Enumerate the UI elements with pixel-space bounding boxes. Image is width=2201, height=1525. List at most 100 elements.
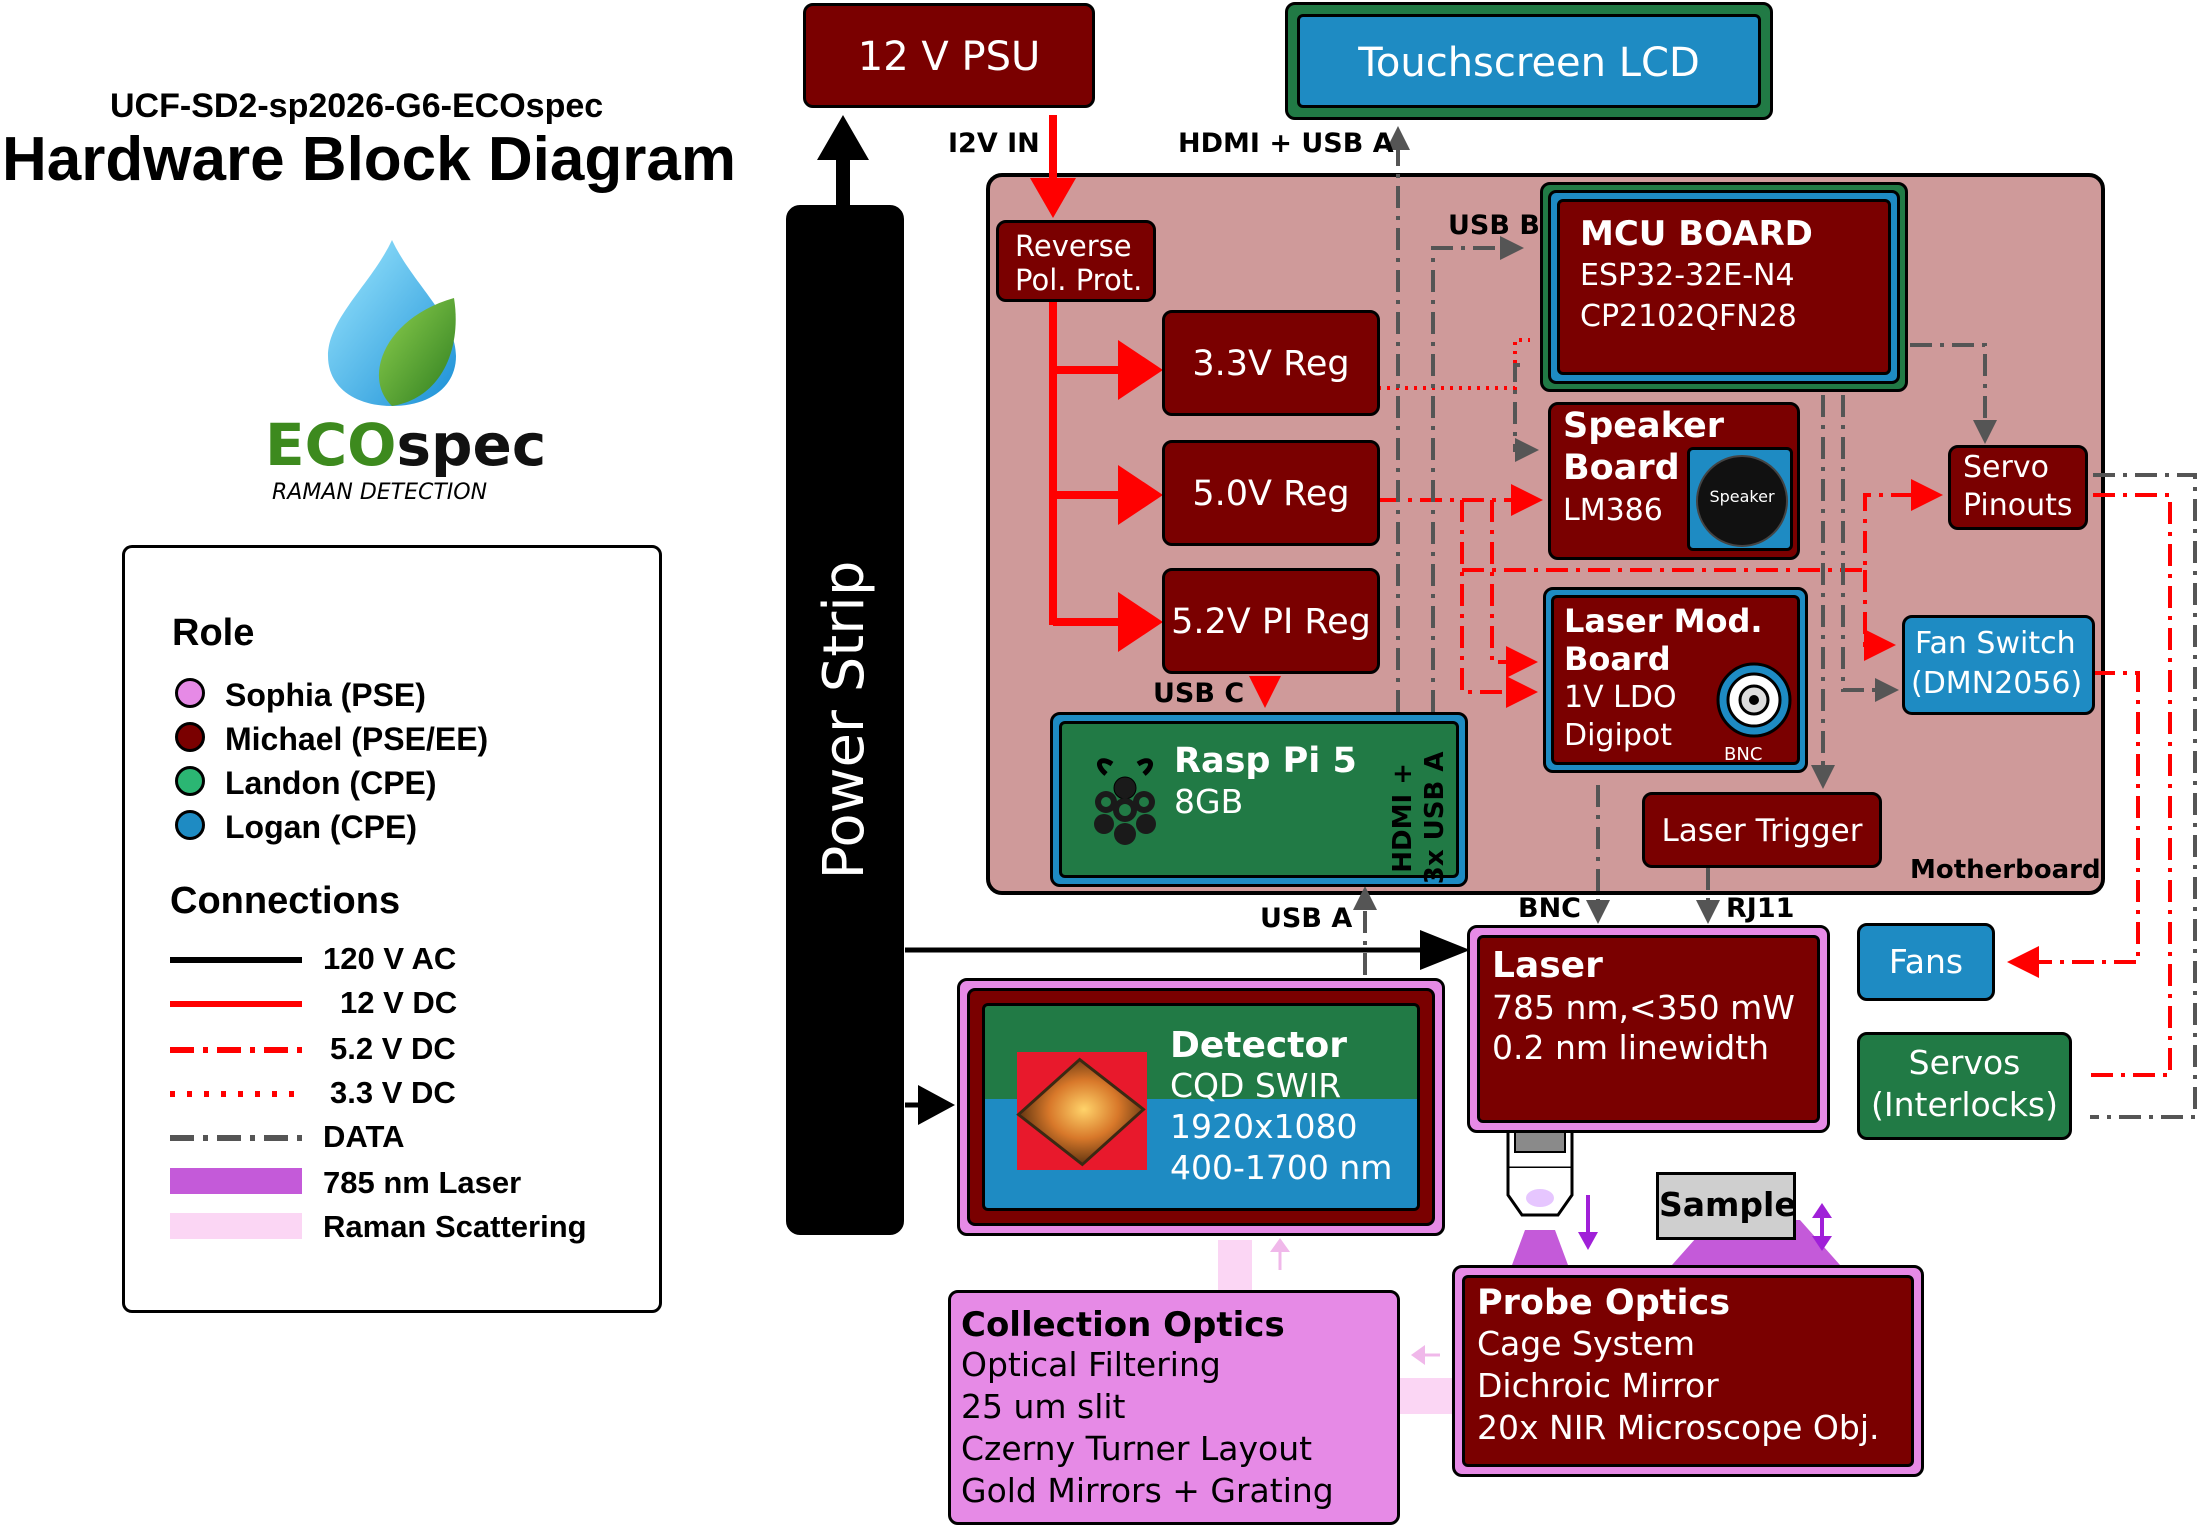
legend-role-label: Logan (CPE) — [225, 809, 417, 845]
collection-line: 25 um slit — [961, 1387, 1126, 1426]
probe-optics-block: Probe Optics Cage System Dichroic Mirror… — [1452, 1265, 1924, 1477]
bnc-connector-icon — [1716, 662, 1792, 738]
i2v-in-label: I2V IN — [948, 128, 1040, 159]
speaker-title-line2: Board — [1563, 448, 1680, 488]
reg-3v3-label: 3.3V Reg — [1192, 344, 1350, 384]
rj11-label: RJ11 — [1726, 893, 1795, 924]
servo-pinouts-block: Servo Pinouts — [1948, 445, 2088, 530]
bnc-label: BNC — [1518, 893, 1581, 924]
laser-line: 0.2 nm linewidth — [1492, 1028, 1770, 1067]
reverse-pol-line2: Pol. Prot. — [1015, 263, 1143, 297]
legend-connections-title: Connections — [170, 880, 401, 922]
legend-conn-label: 12 V DC — [340, 985, 458, 1020]
reverse-pol-line1: Reverse — [1015, 229, 1132, 263]
logo-spec: spec — [396, 411, 547, 479]
rpi-inner: Rasp Pi 5 8GB HDMI + 3x USB A — [1059, 721, 1459, 884]
rpi-line: 8GB — [1174, 782, 1244, 821]
legend-line-swatches — [170, 957, 302, 1239]
collection-title: Collection Optics — [961, 1305, 1285, 1345]
detector-chip-icon — [1016, 1052, 1147, 1170]
speaker-cone: Speaker — [1696, 455, 1788, 547]
laser-mod-line: 1V LDO — [1564, 680, 1677, 715]
reg-5v0-label: 5.0V Reg — [1192, 474, 1350, 514]
speaker-icon: Speaker — [1687, 447, 1793, 551]
servo-pinouts-line2: Pinouts — [1963, 488, 2073, 523]
fans-label: Fans — [1888, 942, 1964, 981]
detector-inner: Detector CQD SWIR 1920x1080 400-1700 nm — [982, 1003, 1420, 1211]
psu-label: 12 V PSU — [857, 34, 1041, 80]
rpi-side-line1: HDMI + — [1388, 763, 1419, 873]
reg-5v2-label: 5.2V PI Reg — [1171, 602, 1371, 642]
servos-line1: Servos — [1908, 1043, 2021, 1082]
lcd-block: Touchscreen LCD — [1285, 2, 1773, 120]
servos-block: Servos (Interlocks) — [1857, 1032, 2072, 1140]
ecospec-drop-logo — [328, 240, 456, 406]
usb-c-label: USB C — [1153, 678, 1245, 709]
detector-frame: Detector CQD SWIR 1920x1080 400-1700 nm — [967, 988, 1435, 1226]
logo-tagline: RAMAN DETECTION — [272, 480, 488, 505]
reg-5v2-block: 5.2V PI Reg — [1162, 568, 1380, 674]
lcd-label: Touchscreen LCD — [1358, 40, 1700, 86]
bnc-connector-label: BNC — [1724, 744, 1763, 765]
legend-conn-label: 785 nm Laser — [323, 1165, 522, 1200]
laser-mod-inner: Laser Mod. Board 1V LDO Digipot BNC — [1551, 595, 1800, 765]
probe-optics-inner: Probe Optics Cage System Dichroic Mirror… — [1462, 1275, 1914, 1467]
hdmi-usb-label: HDMI + USB A — [1178, 128, 1394, 159]
servo-pinouts-line1: Servo — [1963, 450, 2049, 485]
servos-line2: (Interlocks) — [1870, 1085, 2058, 1124]
laser-trigger-label: Laser Trigger — [1661, 813, 1863, 849]
mcu-board-inner: MCU BOARD ESP32-32E-N4 CP2102QFN28 — [1557, 199, 1891, 375]
mcu-line: CP2102QFN28 — [1580, 299, 1797, 334]
laser-mod-title-line2: Board — [1564, 640, 1671, 678]
legend-conn-label: DATA — [323, 1119, 405, 1154]
role-dot-pink — [175, 678, 205, 708]
usb-b-label: USB B — [1448, 210, 1540, 241]
sample-block: Sample — [1656, 1172, 1797, 1240]
raspberry-pi-icon — [1094, 758, 1156, 845]
reg-3v3-block: 3.3V Reg — [1162, 310, 1380, 416]
power-strip-block: Power Strip — [786, 205, 904, 1235]
fans-block: Fans — [1857, 923, 1995, 1001]
laser-inner: Laser 785 nm,<350 mW 0.2 nm linewidth — [1477, 935, 1820, 1123]
legend-role-title: Role — [172, 612, 255, 654]
role-dot-blue — [175, 810, 205, 840]
mcu-board-block: MCU BOARD ESP32-32E-N4 CP2102QFN28 — [1540, 182, 1908, 392]
fan-switch-line1: Fan Switch — [1915, 626, 2076, 661]
probe-line: Cage System — [1477, 1324, 1696, 1363]
detector-line: 400-1700 nm — [1170, 1148, 1393, 1187]
probe-title: Probe Optics — [1477, 1283, 1731, 1323]
laser-block: Laser 785 nm,<350 mW 0.2 nm linewidth — [1467, 925, 1830, 1133]
fan-switch-line2: (DMN2056) — [1911, 666, 2083, 701]
laser-mod-title-line1: Laser Mod. — [1564, 602, 1763, 640]
role-dot-maroon — [175, 722, 205, 752]
legend-role-label: Landon (CPE) — [225, 765, 437, 801]
detector-line: 1920x1080 — [1170, 1107, 1358, 1146]
mcu-board-mid: MCU BOARD ESP32-32E-N4 CP2102QFN28 — [1548, 190, 1900, 384]
lcd-inner: Touchscreen LCD — [1297, 14, 1761, 108]
legend-role-label: Sophia (PSE) — [225, 677, 426, 713]
sample-label: Sample — [1659, 1185, 1797, 1224]
fan-switch-block: Fan Switch (DMN2056) — [1902, 615, 2095, 715]
project-name: UCF-SD2-sp2026-G6-ECOspec — [110, 87, 604, 125]
usb-a-label: USB A — [1260, 903, 1353, 934]
legend-box: Role Sophia (PSE) Michael (PSE/EE) Lando… — [122, 545, 662, 1313]
rpi-title: Rasp Pi 5 — [1174, 741, 1357, 781]
collection-optics-block: Collection Optics Optical Filtering 25 u… — [948, 1290, 1400, 1525]
reverse-polarity-block: Reverse Pol. Prot. — [996, 220, 1156, 302]
legend-conn-label: 3.3 V DC — [330, 1075, 456, 1110]
mcu-line: ESP32-32E-N4 — [1580, 258, 1795, 293]
probe-line: 20x NIR Microscope Obj. — [1477, 1408, 1880, 1447]
role-dot-green — [175, 766, 205, 796]
collection-line: Gold Mirrors + Grating — [961, 1471, 1334, 1510]
laser-title: Laser — [1492, 945, 1603, 986]
laser-line: 785 nm,<350 mW — [1492, 988, 1795, 1027]
speaker-title-line1: Speaker — [1563, 406, 1724, 446]
page-title: Hardware Block Diagram — [2, 125, 736, 194]
laser-mod-board-block: Laser Mod. Board 1V LDO Digipot BNC — [1543, 587, 1808, 773]
legend-conn-label: 120 V AC — [323, 941, 457, 976]
legend-conn-label: 5.2 V DC — [330, 1031, 456, 1066]
motherboard-label: Motherboard — [1910, 855, 2101, 885]
logo-eco: ECO — [265, 411, 397, 479]
detector-chip — [1016, 1057, 1146, 1167]
